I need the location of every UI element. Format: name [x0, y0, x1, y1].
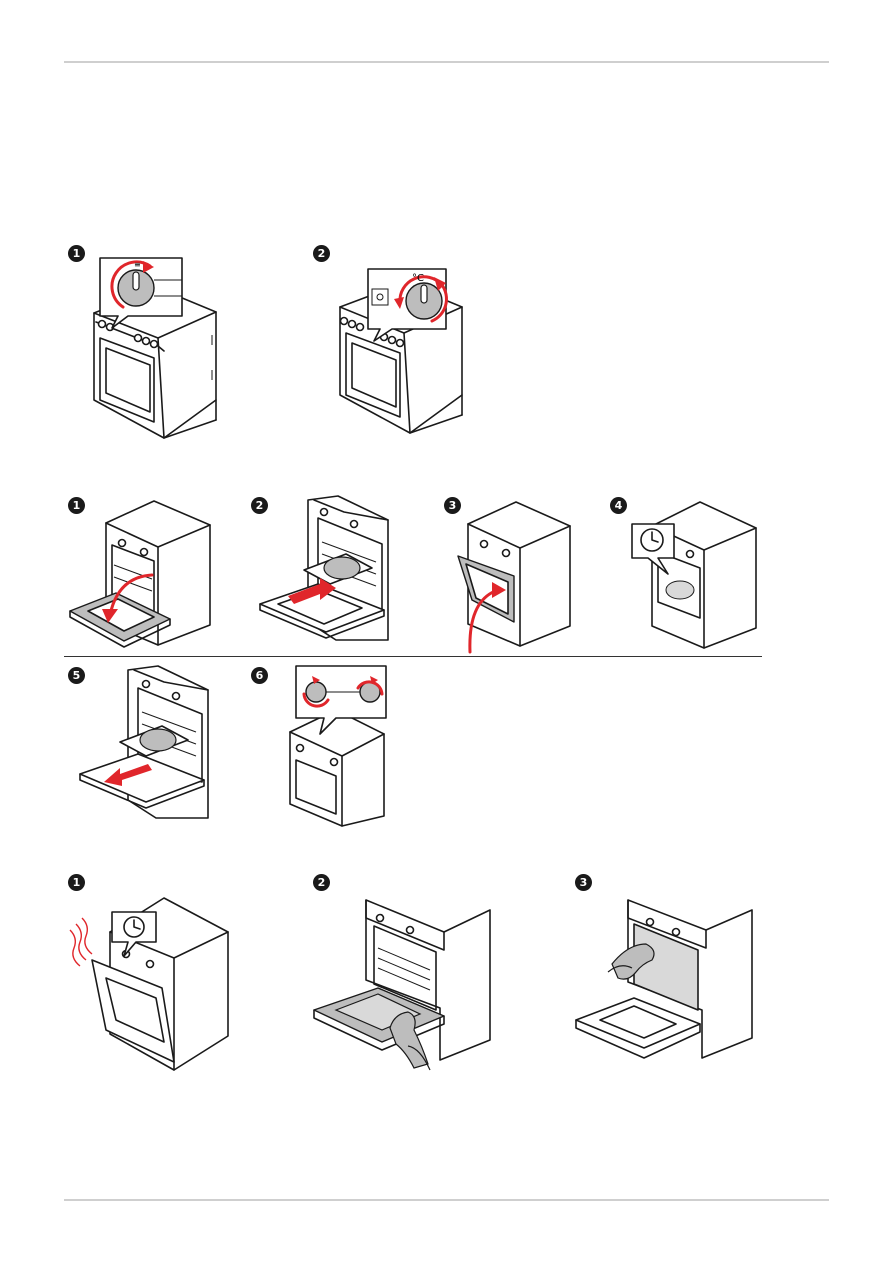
cooker-selector-dial-illustration: ≡ — [88, 250, 228, 450]
remove-tray-illustration — [76, 662, 216, 822]
insert-tray-illustration — [258, 492, 398, 647]
step-badge: 4 — [610, 497, 627, 514]
cooker-temperature-dial-illustration: °C — [334, 265, 474, 455]
step-badge: 1 — [68, 874, 85, 891]
cooling-oven-door-ajar-illustration — [66, 894, 236, 1074]
section-separator — [64, 656, 762, 657]
reset-dials-illustration — [286, 664, 391, 829]
step-badge: 2 — [313, 245, 330, 262]
clean-oven-cavity-illustration — [572, 898, 754, 1066]
clean-inner-door-glass-illustration — [310, 896, 492, 1072]
footer-rule — [64, 1199, 829, 1201]
step-badge: 6 — [251, 667, 268, 684]
clock-icon — [641, 529, 663, 551]
close-oven-door-illustration — [454, 496, 574, 656]
dial-symbol: ≡ — [134, 260, 141, 269]
step-badge: 3 — [575, 874, 592, 891]
header-rule — [64, 61, 829, 63]
open-oven-door-illustration — [66, 495, 216, 650]
step-badge: 1 — [68, 245, 85, 262]
oven-timer-illustration — [628, 494, 758, 654]
clock-icon — [124, 917, 144, 937]
step-badge: 2 — [313, 874, 330, 891]
dial-symbol: °C — [412, 273, 424, 284]
